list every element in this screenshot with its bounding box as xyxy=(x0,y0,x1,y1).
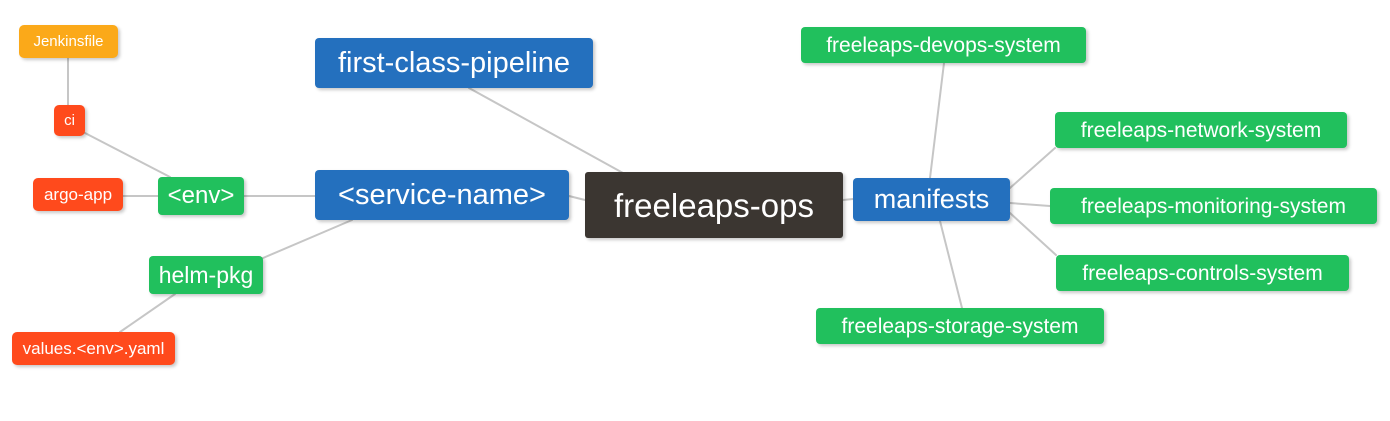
node-label: <service-name> xyxy=(338,178,546,211)
edge-manifests-to-freeleaps-devops-system xyxy=(929,62,945,179)
node-freeleaps-storage-system[interactable]: freeleaps-storage-system xyxy=(816,308,1104,344)
edge-root-to-first-class-pipeline xyxy=(468,87,624,174)
edge-manifests-to-freeleaps-network-system xyxy=(1009,147,1056,189)
edge-env-to-ci xyxy=(84,132,171,178)
node-label: helm-pkg xyxy=(158,261,254,288)
node-freeleaps-network-system[interactable]: freeleaps-network-system xyxy=(1055,112,1347,148)
node-label: freeleaps-network-system xyxy=(1080,118,1322,142)
node-label: freeleaps-monitoring-system xyxy=(1081,194,1346,218)
node-freeleaps-controls-system[interactable]: freeleaps-controls-system xyxy=(1056,255,1349,291)
edge-root-to-manifests xyxy=(842,198,854,201)
node-manifests[interactable]: manifests xyxy=(853,178,1010,221)
node-values-yaml[interactable]: values.<env>.yaml xyxy=(12,332,175,365)
node-jenkinsfile[interactable]: Jenkinsfile xyxy=(19,25,118,58)
node-label: first-class-pipeline xyxy=(337,46,571,79)
node-freeleaps-monitoring-system[interactable]: freeleaps-monitoring-system xyxy=(1050,188,1377,224)
node-root[interactable]: freeleaps-ops xyxy=(585,172,843,238)
node-freeleaps-devops-system[interactable]: freeleaps-devops-system xyxy=(801,27,1086,63)
node-label: Jenkinsfile xyxy=(33,33,104,50)
node-label: freeleaps-controls-system xyxy=(1082,261,1323,285)
edge-manifests-to-freeleaps-monitoring-system xyxy=(1009,202,1051,207)
node-label: ci xyxy=(64,112,75,129)
node-label: freeleaps-devops-system xyxy=(826,33,1061,57)
node-label: values.<env>.yaml xyxy=(22,339,165,358)
node-label: <env> xyxy=(167,182,235,209)
node-first-class-pipeline[interactable]: first-class-pipeline xyxy=(315,38,593,88)
node-label: freeleaps-storage-system xyxy=(841,314,1079,338)
node-env[interactable]: <env> xyxy=(158,177,244,215)
node-label: argo-app xyxy=(43,185,113,204)
node-ci[interactable]: ci xyxy=(54,105,85,136)
node-service-name[interactable]: <service-name> xyxy=(315,170,569,220)
node-argo-app[interactable]: argo-app xyxy=(33,178,123,211)
node-helm-pkg[interactable]: helm-pkg xyxy=(149,256,263,294)
edge-root-to-service-name xyxy=(568,195,586,201)
node-label: manifests xyxy=(873,184,990,214)
edge-service-name-to-helm-pkg xyxy=(262,219,353,259)
edge-helm-pkg-to-values-yaml xyxy=(119,293,176,333)
node-label: freeleaps-ops xyxy=(614,186,814,224)
edge-manifests-to-freeleaps-storage-system xyxy=(939,220,963,309)
